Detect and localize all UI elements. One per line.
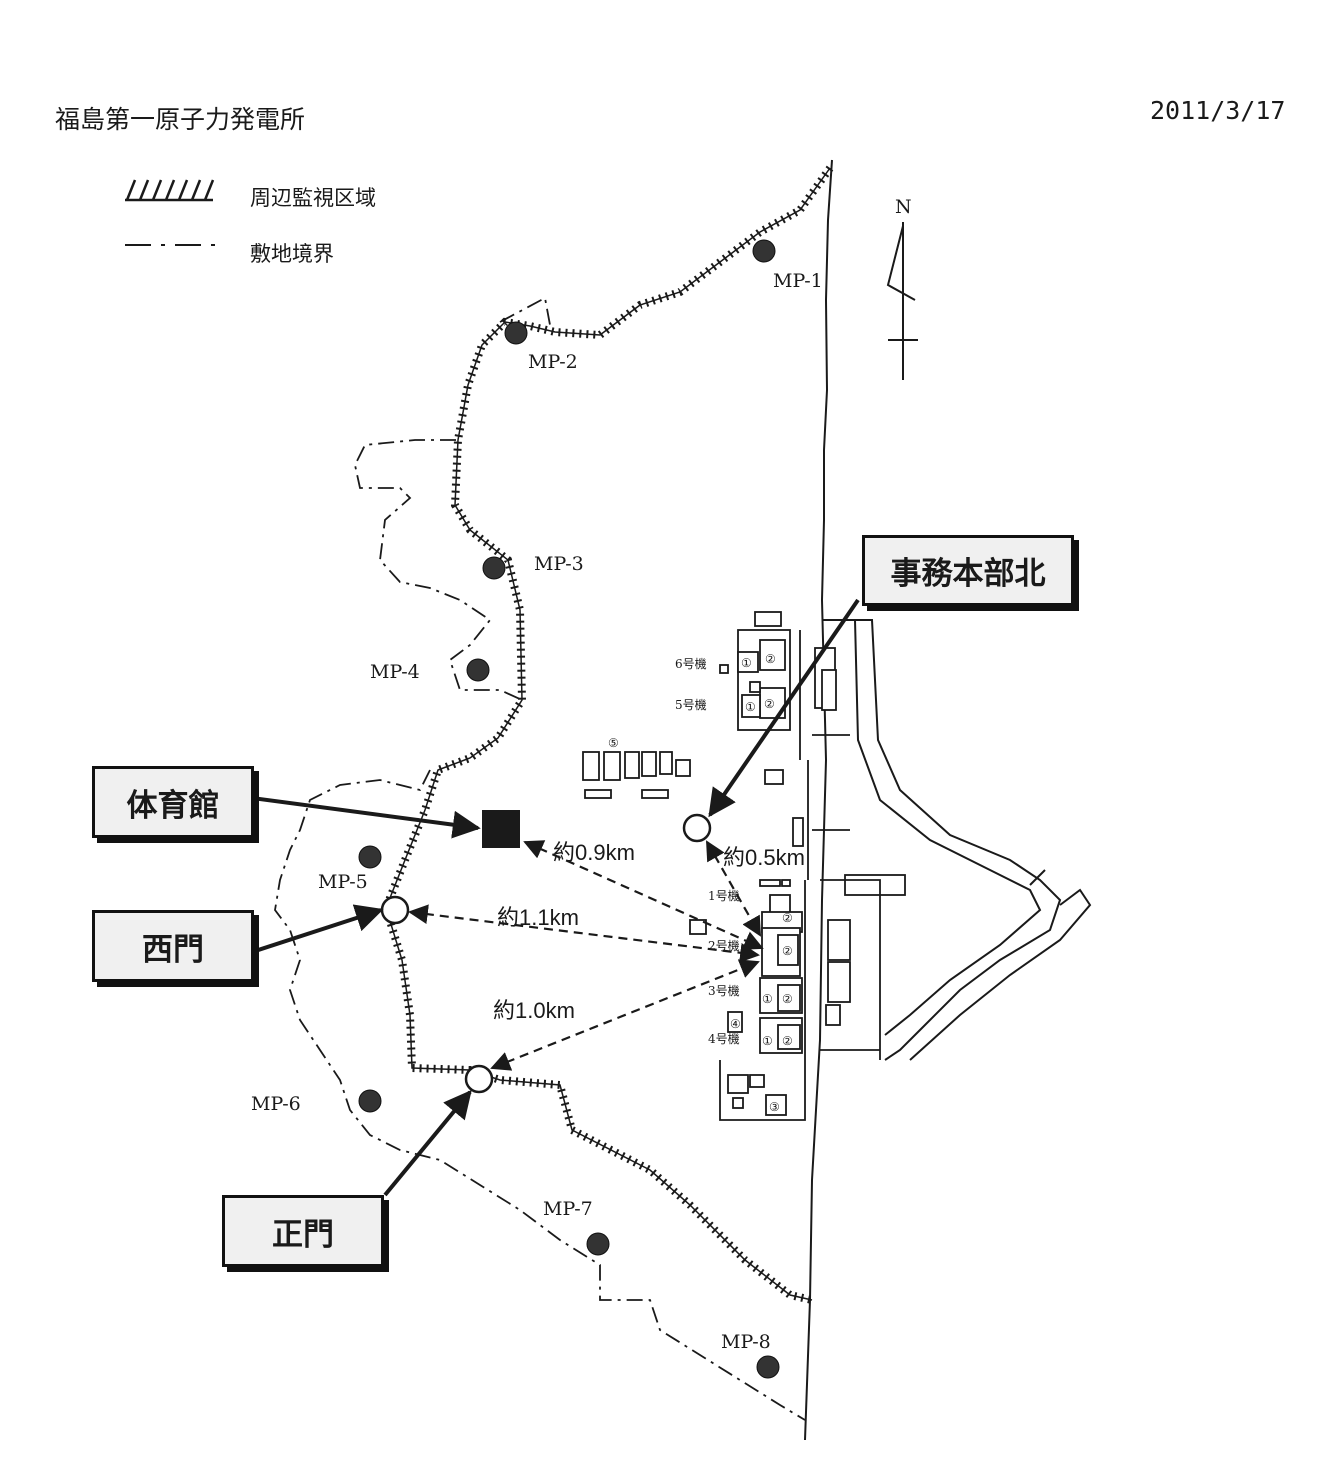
callout-gym: 体育館 (92, 766, 254, 838)
mark-2-u2: ② (782, 944, 793, 958)
callout-main-gate: 正門 (222, 1195, 384, 1267)
building-marks: ① ② ① ② ⑤ ② ② ① ② ④ ① ② ③ (608, 652, 793, 1114)
arrow-westgate-unit2 (408, 904, 760, 963)
page-title: 福島第一原子力発電所 (55, 105, 306, 134)
mark-2-u1: ② (782, 911, 793, 925)
mark-2-u4: ② (782, 1034, 793, 1048)
pointer-gym (251, 796, 481, 839)
mark-4-u4: ④ (730, 1017, 741, 1031)
mp-2-label: MP-2 (528, 351, 578, 373)
mark-1-u5: ① (745, 700, 756, 714)
mp-6-label: MP-6 (251, 1093, 301, 1115)
mark-1-u4: ① (762, 1034, 773, 1048)
mark-1-u3: ① (762, 992, 773, 1006)
distance-labels: 約0.9km 約0.5km 約1.1km 約1.0km (493, 840, 805, 1023)
unit-1-label: 1号機 (708, 888, 740, 903)
plant-roads (719, 630, 906, 1121)
mp-8-label: MP-8 (721, 1331, 771, 1353)
arrow-maingate-unit2 (490, 959, 760, 1071)
mp-5-label: MP-5 (318, 871, 368, 893)
distance-gym: 約0.9km (553, 840, 635, 865)
mp-8-marker (756, 1355, 780, 1379)
gym-marker (482, 810, 520, 848)
distance-arrows (408, 840, 764, 1071)
mp-7-marker (586, 1232, 610, 1256)
unit-6-label: 6号機 (675, 656, 707, 671)
north-label: N (895, 196, 912, 218)
callout-west-gate: 西門 (92, 910, 254, 982)
mark-3-south: ③ (769, 1100, 780, 1114)
distance-west-gate: 約1.1km (497, 905, 579, 930)
mp-3-label: MP-3 (534, 553, 584, 575)
breakwater (822, 619, 1062, 1061)
mp-7-label: MP-7 (543, 1198, 593, 1220)
mp-1-marker (752, 239, 776, 263)
mp-2-marker (504, 321, 528, 345)
unit-4-label: 4号機 (708, 1031, 740, 1046)
distance-office-north: 約0.5km (723, 845, 805, 870)
mp-4-label: MP-4 (370, 661, 420, 683)
callout-pointers (251, 598, 860, 1197)
west-gate-marker (380, 895, 410, 925)
date-label: 2011/3/17 (1150, 96, 1286, 125)
mark-1-u6: ① (741, 656, 752, 670)
pointer-main-gate (383, 1089, 472, 1197)
monitoring-post-labels: MP-1 MP-2 MP-3 MP-4 MP-5 MP-6 MP-7 MP-8 (251, 270, 823, 1353)
mp-3-marker (482, 556, 506, 580)
mark-2-u6: ② (765, 652, 776, 666)
site-boundary (274, 296, 806, 1421)
mp-5-marker (358, 845, 382, 869)
unit-5-label: 5号機 (675, 697, 707, 712)
units-5-6-buildings (719, 611, 837, 731)
mp-4-marker (466, 658, 490, 682)
legend-hatch-symbol (125, 179, 215, 202)
arrow-office-unit2 (706, 840, 761, 937)
coastline (804, 159, 833, 1441)
distance-main-gate: 約1.0km (493, 998, 575, 1023)
mark-2-u3: ② (782, 992, 793, 1006)
pointer-west-gate (251, 904, 384, 954)
legend-monitoring-area-label: 周辺監視区域 (250, 186, 376, 210)
units-1-4-buildings (727, 894, 851, 1116)
monitoring-post-markers (358, 239, 780, 1379)
office-north-marker (682, 813, 712, 843)
mark-2-u5: ② (764, 697, 775, 711)
north-compass (886, 222, 918, 380)
pointer-office-north (708, 598, 860, 818)
main-gate-marker (464, 1064, 494, 1094)
mark-5-central: ⑤ (608, 736, 619, 750)
callout-office-north: 事務本部北 (862, 535, 1074, 606)
mp-1-label: MP-1 (773, 270, 823, 292)
mp-6-marker (358, 1089, 382, 1113)
legend-site-boundary-label: 敷地境界 (250, 242, 334, 266)
unit-3-label: 3号機 (708, 983, 740, 998)
